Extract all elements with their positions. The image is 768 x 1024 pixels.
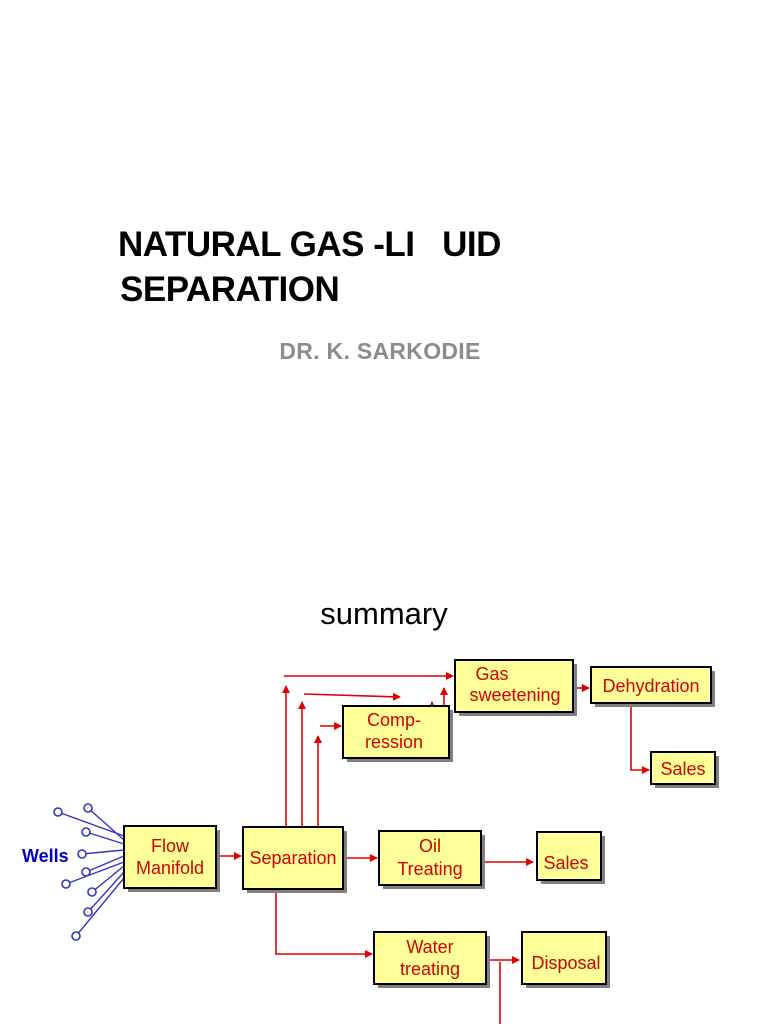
wellhead-icons	[53, 803, 97, 941]
wells-group: Wells	[22, 803, 125, 941]
box-sales-oil: Sales	[536, 831, 605, 884]
wellhead-icon	[87, 887, 97, 897]
wellhead-icon	[83, 907, 93, 917]
process-flow-diagram: Wells	[22, 659, 719, 1024]
well-line	[87, 807, 125, 841]
box-label: ression	[365, 732, 423, 752]
wellhead-icon	[83, 803, 93, 813]
box-label: treating	[400, 959, 460, 979]
wellhead-icon	[77, 849, 87, 859]
box-sales-gas: Sales	[650, 751, 719, 788]
box-gas-sweetening: Gas sweetening	[454, 659, 577, 716]
box-water-treating: Water treating	[373, 931, 490, 988]
well-line	[65, 861, 125, 885]
wellhead-icon	[53, 807, 63, 817]
wellhead-icon	[71, 931, 81, 941]
box-label: Gas	[475, 664, 508, 684]
arrow-dehydration-to-sales	[630, 706, 650, 774]
flow-arrows	[216, 672, 650, 1024]
box-separation: Separation	[242, 826, 347, 893]
well-line	[81, 849, 125, 855]
box-disposal: Disposal	[521, 931, 610, 988]
well-line	[85, 831, 125, 845]
arrow-separation-to-water	[275, 890, 373, 958]
box-label: Sales	[543, 853, 588, 873]
box-label: Flow	[151, 836, 190, 856]
slide-title-line-1: NATURAL GAS -LI UID	[118, 225, 501, 264]
wellhead-icon	[81, 827, 91, 837]
box-label: Manifold	[136, 858, 204, 878]
wellhead-icon	[81, 867, 91, 877]
well-line	[87, 871, 125, 913]
box-label: Comp-	[367, 710, 421, 730]
well-line	[91, 865, 125, 893]
well-lines	[57, 807, 125, 937]
well-line	[85, 855, 125, 873]
box-label: Water	[406, 937, 453, 957]
box-flow-manifold: Flow Manifold	[123, 825, 220, 892]
wells-label: Wells	[22, 846, 69, 866]
well-line	[57, 811, 125, 837]
box-compression: Comp- ression	[342, 705, 453, 762]
box-label: Dehydration	[602, 676, 699, 696]
slide-title-line-2: SEPARATION	[120, 270, 340, 309]
slide-subtitle-author: DR. K. SARKODIE	[279, 338, 481, 364]
box-label: Oil	[419, 836, 441, 856]
wellhead-icon	[61, 879, 71, 889]
summary-heading: summary	[320, 596, 448, 631]
box-label: Treating	[397, 859, 462, 879]
slide-title: NATURAL GAS -LI UID SEPARATION	[118, 222, 501, 312]
arrow-mid-branch	[303, 692, 401, 701]
box-label: Separation	[249, 848, 336, 868]
box-oil-treating: Oil Treating	[378, 830, 485, 889]
box-label: Sales	[660, 759, 705, 779]
title-slide: NATURAL GAS -LI UID SEPARATION DR. K. SA…	[118, 222, 502, 364]
well-line	[75, 877, 125, 937]
box-label: sweetening	[469, 685, 560, 705]
box-dehydration: Dehydration	[590, 666, 715, 707]
box-label: Disposal	[531, 953, 600, 973]
